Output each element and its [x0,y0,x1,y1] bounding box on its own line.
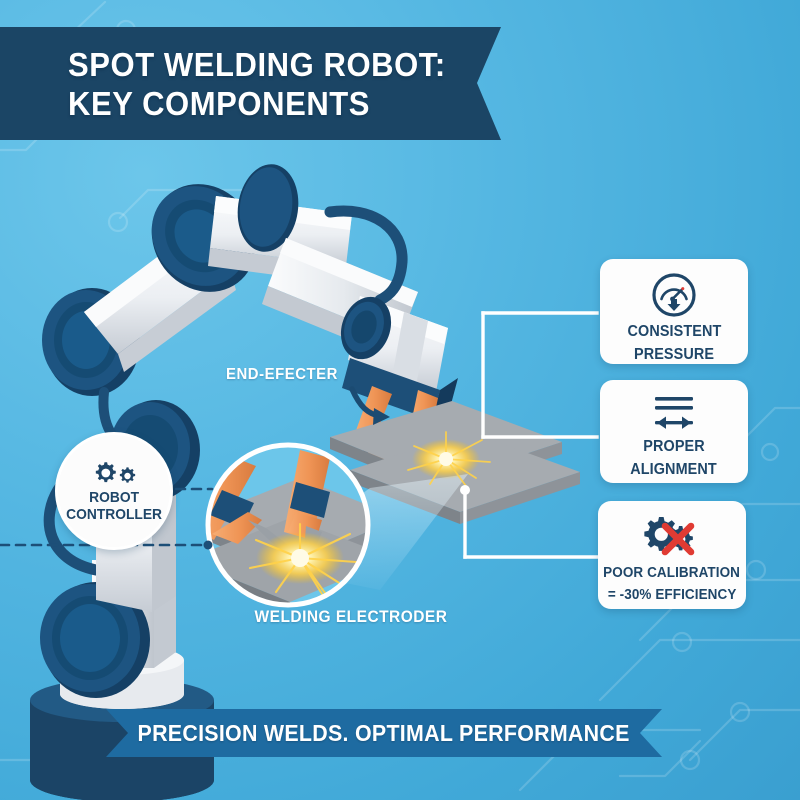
callout-card-poor-calibration[interactable]: POOR CALIBRATION = -30% EFFICIENCY [598,501,746,609]
connector-dot-magnifier [203,540,213,550]
robot-controller-badge[interactable]: ROBOT CONTROLLER [55,432,173,550]
card-label-line-1: CONSISTENT [627,323,721,340]
gear-crossed-out-icon [641,514,703,560]
card-label-line-1: PROPER [643,438,705,455]
card-label-line-1: POOR CALIBRATION [603,565,741,581]
welding-electrode-label: WELDING ELECTRODER [254,608,448,626]
controller-label-line-2: CONTROLLER [66,505,162,523]
weld-spark-main [407,431,491,487]
card-label-line-2: PRESSURE [633,345,715,363]
connector-dot-workpiece [460,485,470,495]
card-connector-lines [463,311,599,559]
card-label-line-2: = -30% EFFICIENCY [607,587,737,603]
robot-joint-shoulder [40,582,150,698]
footer-banner: PRECISION WELDS. OPTIMAL PERFORMANCE [106,709,662,757]
footer-tagline: PRECISION WELDS. OPTIMAL PERFORMANCE [137,719,631,746]
alignment-arrow-icon [643,393,705,433]
robot-wrist [340,296,458,420]
callout-card-proper-alignment[interactable]: PROPER ALIGNMENT [600,380,748,483]
callout-card-consistent-pressure[interactable]: CONSISTENT PRESSURE [600,259,748,364]
title-line-1: SPOT WELDING ROBOT: [68,45,446,83]
gears-icon [87,459,141,487]
end-effector-label: END-EFECTER [226,366,338,383]
title-line-2: KEY COMPONENTS [68,84,371,122]
title-banner: SPOT WELDING ROBOT: KEY COMPONENTS [0,27,501,140]
robot-joint-boom-right [237,164,299,252]
welding-electrode-magnifier [205,442,371,608]
controller-label-line-1: ROBOT [89,489,139,506]
end-effector-arrow [349,386,390,425]
card-label-line-2: ALIGNMENT [630,460,718,478]
pressure-gauge-icon [651,272,697,318]
